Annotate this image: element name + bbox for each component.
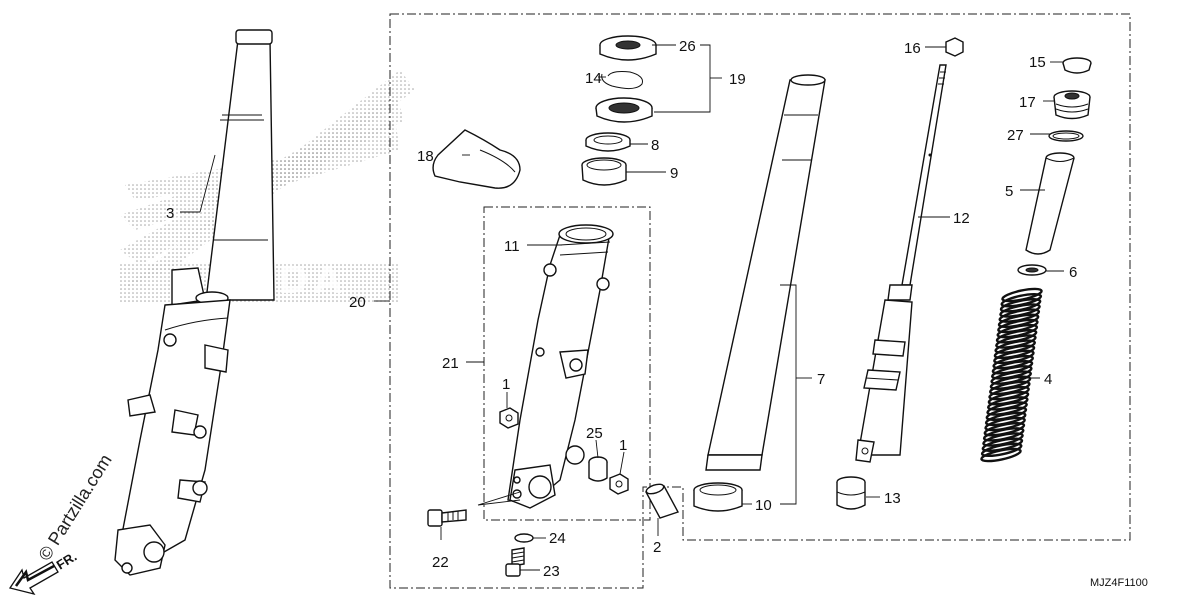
part-10-bushing [693,482,743,512]
label-23: 23 [543,563,560,580]
label-1a: 1 [502,376,510,393]
part-2-collar [644,483,680,519]
part-4-fork-spring [980,287,1043,463]
part-5-spacer [1025,152,1075,255]
label-21: 21 [442,355,459,372]
label-13: 13 [884,490,901,507]
part-18-fork-protector [432,129,521,189]
label-7: 7 [817,371,825,388]
spring-coil [980,447,1022,463]
part-16-nut [945,37,964,57]
group-box-20 [389,13,1131,589]
part-11-fork-slider [507,224,614,509]
front-direction-arrow-icon [8,561,59,596]
label-10: 10 [755,497,772,514]
label-12: 12 [953,210,970,227]
label-11: 11 [504,238,520,255]
part-24-washer [514,533,534,543]
label-2: 2 [653,539,661,556]
part-9-slider-bushing [581,157,627,186]
part-25-collar [588,456,608,482]
label-18: 18 [417,148,434,165]
diagram-code: MJZ4F1100 [1090,577,1148,589]
part-17-fork-bolt [1053,90,1091,120]
label-24: 24 [549,530,566,547]
part-1-nut-b [609,473,629,495]
label-25: 25 [586,425,603,442]
fork-assembly [114,29,275,576]
leader-lines [180,44,1064,571]
label-3: 3 [166,205,174,222]
part-15-cap [1062,57,1092,74]
label-19: 19 [729,71,746,88]
label-9: 9 [670,165,678,182]
label-20: 20 [349,294,366,311]
label-22: 22 [432,554,449,571]
part-1-nut-a [499,407,519,429]
label-26: 26 [679,38,696,55]
label-27: 27 [1007,127,1024,144]
group-box-21 [483,206,651,521]
part-23-bolt [505,547,525,577]
part-8-backup-ring [585,132,631,152]
label-1b: 1 [619,437,627,454]
part-6-spring-seat [1017,264,1047,276]
label-16: 16 [904,40,921,57]
part-7-fork-tube [705,74,826,471]
part-12-damper-rod [855,64,947,463]
label-8: 8 [651,137,659,154]
label-6: 6 [1069,264,1077,281]
label-14: 14 [585,70,602,87]
label-5: 5 [1005,183,1013,200]
label-15: 15 [1029,54,1046,71]
part-labels: 3 20 18 26 14 19 8 9 11 21 1 25 1 2 22 2… [166,38,1077,580]
label-4: 4 [1044,371,1052,388]
label-17: 17 [1019,94,1036,111]
copyright-watermark: © Partzilla.com [34,451,115,564]
part-22-bolt [427,509,467,527]
seal-group [595,35,657,123]
spring-coil [980,442,1023,458]
part-13-collar [836,476,866,510]
